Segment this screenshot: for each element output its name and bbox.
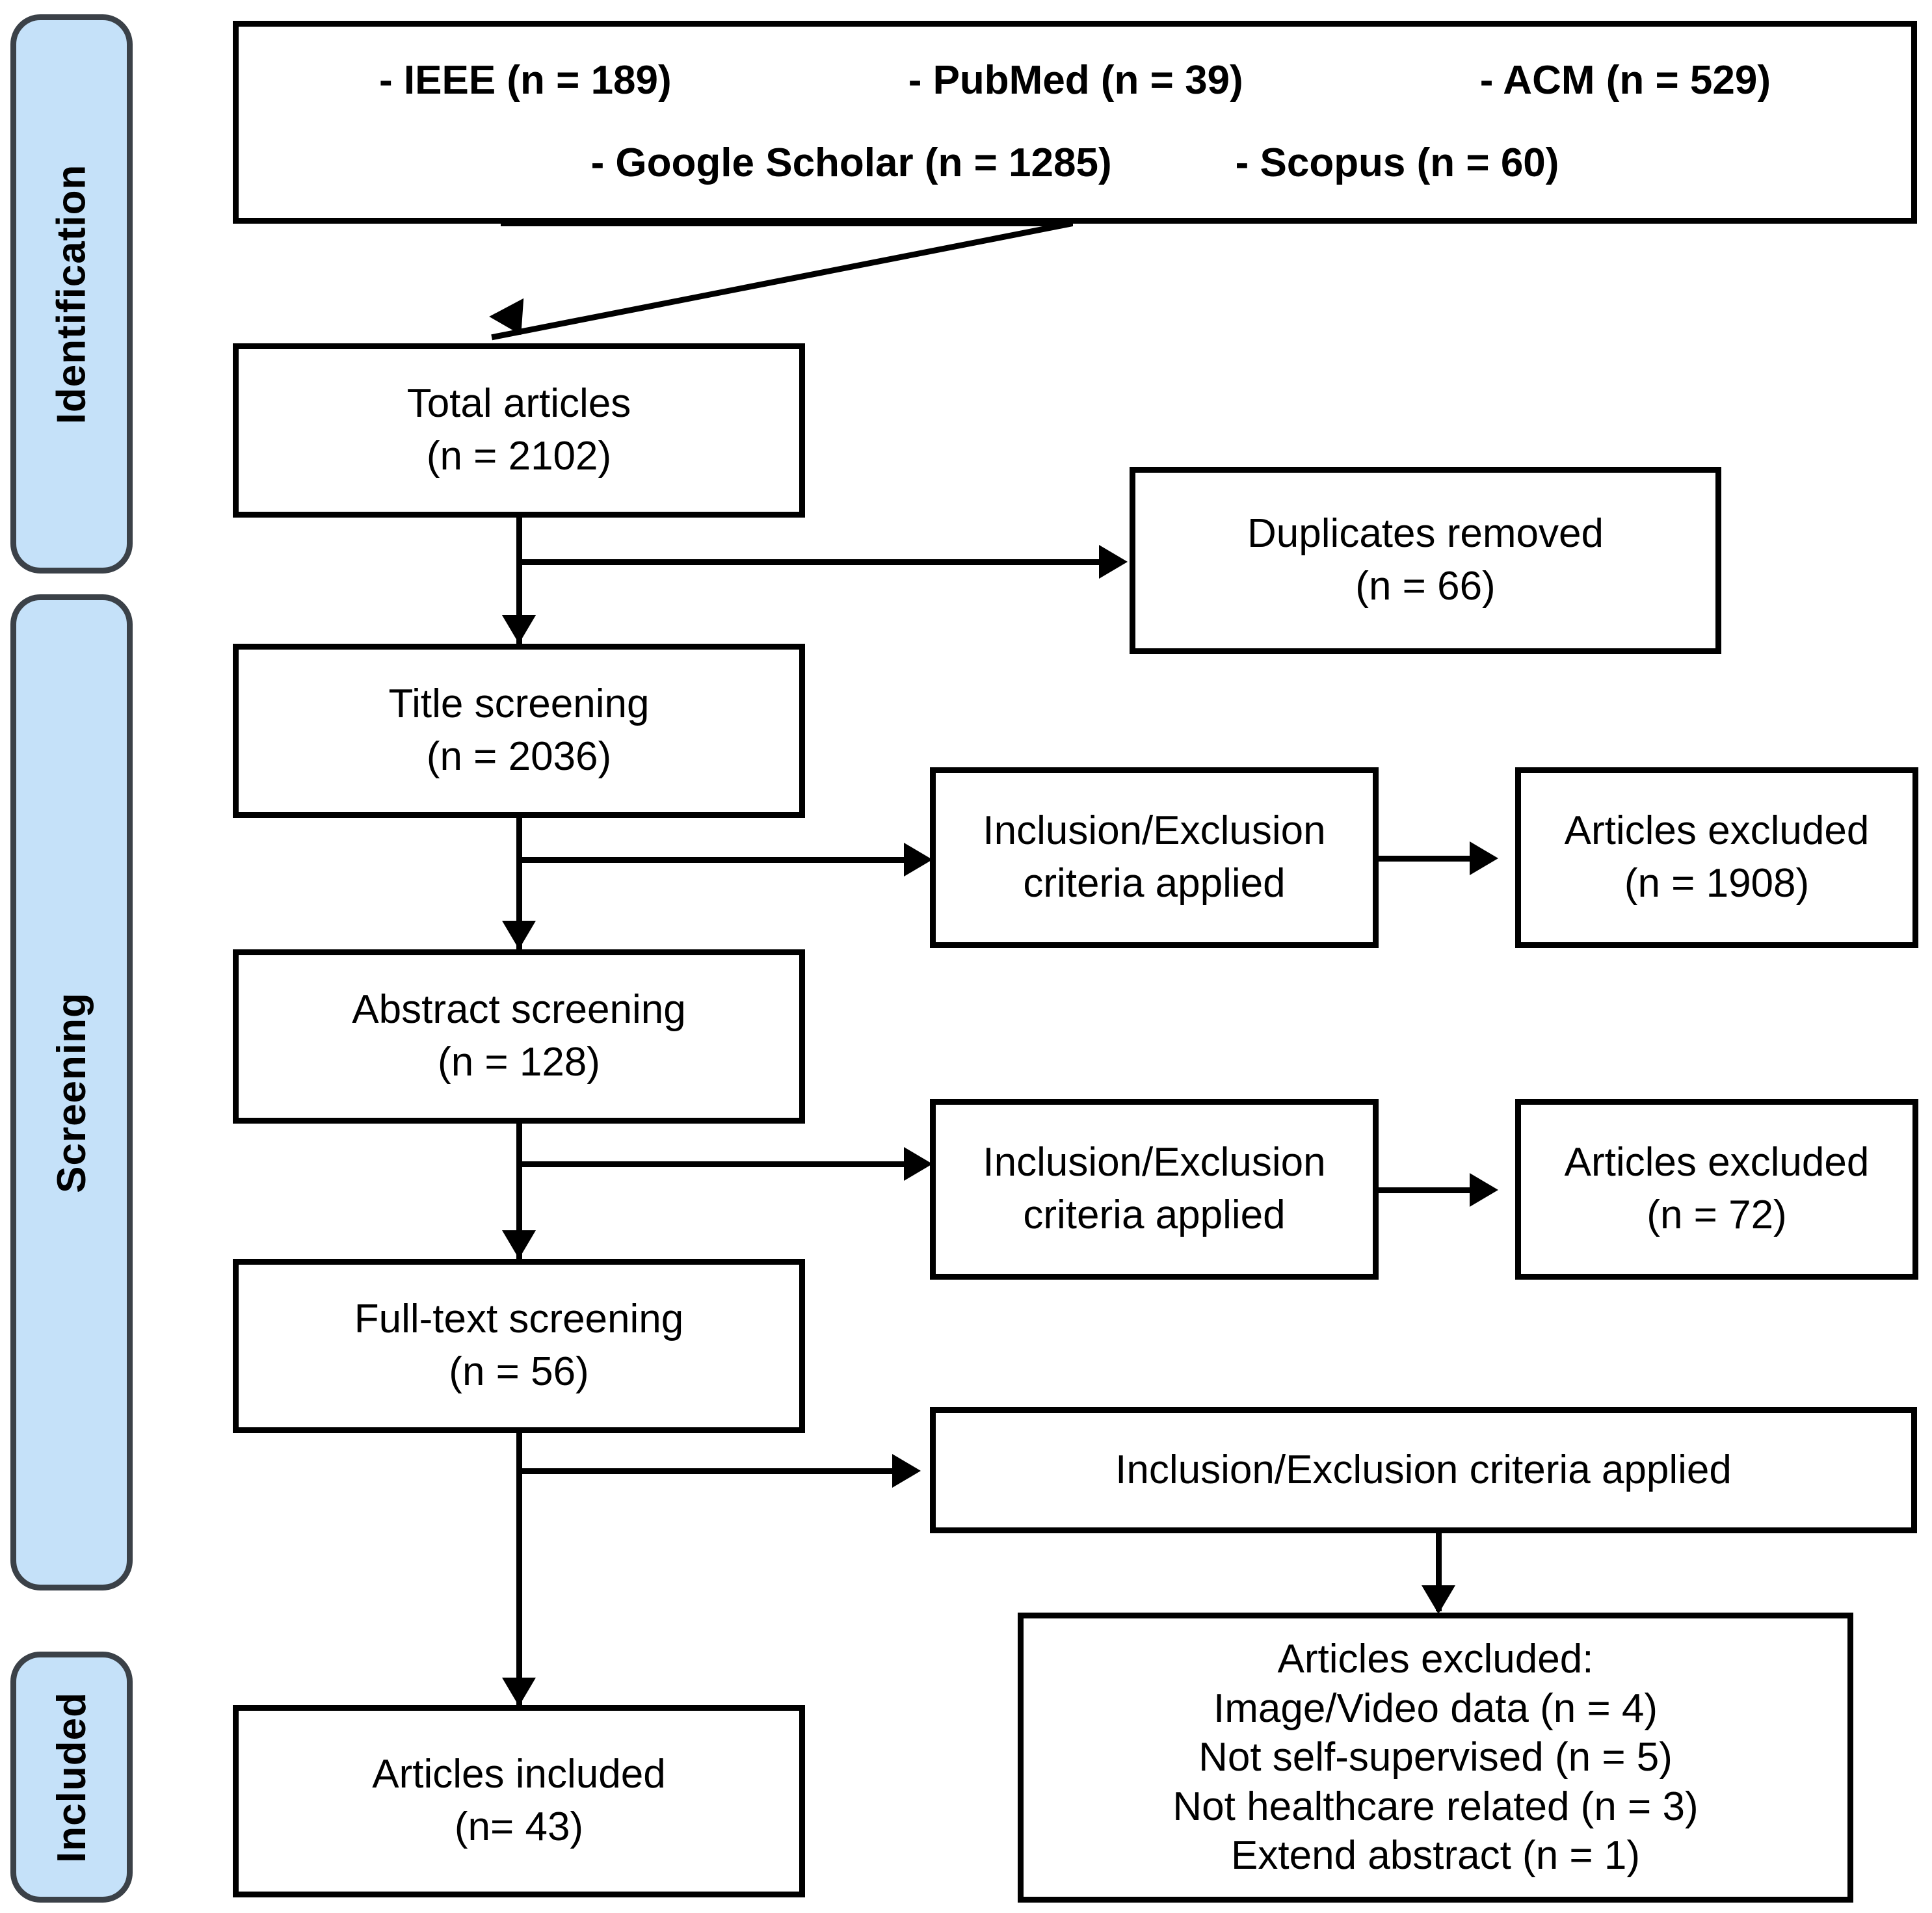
abstract-screening-title: Abstract screening <box>352 987 686 1033</box>
box-criteria-applied-3: Inclusion/Exclusion criteria applied <box>930 1407 1917 1533</box>
box-articles-excluded-2: Articles excluded (n = 72) <box>1515 1099 1918 1280</box>
fulltext-screening-title: Full-text screening <box>354 1297 684 1342</box>
excluded1-title: Articles excluded <box>1564 808 1870 854</box>
title-screening-title: Title screening <box>388 681 650 727</box>
connector-title-to-criteria1 <box>516 857 926 863</box>
phase-pill-screening: Screening <box>10 594 133 1590</box>
box-fulltext-screening: Full-text screening (n = 56) <box>233 1259 805 1433</box>
box-criteria-applied-1: Inclusion/Exclusion criteria applied <box>930 767 1379 948</box>
phase-label-included: Included <box>49 1691 94 1863</box>
excluded1-count: (n = 1908) <box>1624 861 1810 906</box>
arrowhead-abstract-to-criteria2 <box>904 1147 933 1181</box>
criteria2-line2: criteria applied <box>1023 1193 1286 1237</box>
box-articles-excluded-detail: Articles excluded: Image/Video data (n =… <box>1018 1613 1853 1903</box>
box-title-screening: Title screening (n = 2036) <box>233 644 805 818</box>
phase-label-identification: Identification <box>49 164 94 424</box>
sources-row-1: - IEEE (n = 189) - PubMed (n = 39) - ACM… <box>261 55 1889 107</box>
excluded-detail-heading: Articles excluded: <box>1277 1636 1594 1682</box>
arrowhead-fulltext-to-criteria3 <box>892 1454 921 1488</box>
arrowhead-total-to-title <box>502 615 536 644</box>
source-ieee: - IEEE (n = 189) <box>379 58 672 103</box>
total-articles-count: (n = 2102) <box>426 434 612 479</box>
total-articles-title: Total articles <box>406 381 631 427</box>
duplicates-removed-title: Duplicates removed <box>1247 511 1604 557</box>
criteria1-line2: criteria applied <box>1023 861 1286 906</box>
box-abstract-screening: Abstract screening (n = 128) <box>233 949 805 1124</box>
fulltext-screening-count: (n = 56) <box>449 1349 589 1394</box>
box-total-articles: Total articles (n = 2102) <box>233 343 805 518</box>
connector-sources-diagonal-left <box>501 220 1073 226</box>
connector-criteria3-to-excluded-detail <box>1436 1533 1442 1611</box>
connector-fulltext-to-criteria3 <box>516 1468 914 1474</box>
connector-abstract-to-criteria2 <box>516 1161 926 1167</box>
arrowhead-total-to-duplicates <box>1099 545 1128 579</box>
articles-included-title: Articles included <box>372 1752 666 1797</box>
excluded2-title: Articles excluded <box>1564 1140 1870 1185</box>
arrowhead-fulltext-to-included <box>502 1678 536 1706</box>
phase-pill-identification: Identification <box>10 14 133 574</box>
criteria2-line1: Inclusion/Exclusion <box>983 1140 1326 1185</box>
arrowhead-title-to-criteria1 <box>904 843 933 877</box>
excluded-reason-not-healthcare: Not healthcare related (n = 3) <box>1172 1784 1699 1829</box>
arrowhead-abstract-to-fulltext <box>502 1230 536 1259</box>
box-duplicates-removed: Duplicates removed (n = 66) <box>1130 467 1721 654</box>
connector-abstract-to-fulltext <box>516 1124 522 1259</box>
excluded-reason-image-video: Image/Video data (n = 4) <box>1213 1685 1658 1731</box>
articles-included-count: (n= 43) <box>454 1804 584 1849</box>
connector-sources-diagonal-right <box>491 220 1073 341</box>
source-acm: - ACM (n = 529) <box>1479 58 1771 103</box>
excluded-reason-extend-abstract: Extend abstract (n = 1) <box>1231 1833 1640 1879</box>
duplicates-removed-count: (n = 66) <box>1355 564 1496 609</box>
box-articles-included: Articles included (n= 43) <box>233 1705 805 1897</box>
source-google-scholar: - Google Scholar (n = 1285) <box>590 140 1112 185</box>
arrowhead-title-to-abstract <box>502 921 536 949</box>
arrowhead-criteria2-to-excluded2 <box>1470 1173 1498 1207</box>
abstract-screening-count: (n = 128) <box>438 1040 600 1085</box>
box-criteria-applied-2: Inclusion/Exclusion criteria applied <box>930 1099 1379 1280</box>
source-scopus: - Scopus (n = 60) <box>1235 140 1559 185</box>
excluded2-count: (n = 72) <box>1647 1193 1787 1237</box>
sources-row-2: - Google Scholar (n = 1285) - Scopus (n … <box>261 137 1889 190</box>
source-pubmed: - PubMed (n = 39) <box>908 58 1243 103</box>
title-screening-count: (n = 2036) <box>426 734 612 779</box>
box-articles-excluded-1: Articles excluded (n = 1908) <box>1515 767 1918 948</box>
phase-label-screening: Screening <box>49 992 94 1193</box>
sources-box: - IEEE (n = 189) - PubMed (n = 39) - ACM… <box>233 21 1917 224</box>
connector-criteria1-to-excluded1 <box>1379 856 1486 862</box>
arrowhead-criteria3-to-excluded-detail <box>1422 1585 1455 1614</box>
connector-total-to-duplicates <box>516 559 1121 565</box>
excluded-reason-not-self-supervised: Not self-supervised (n = 5) <box>1198 1735 1673 1780</box>
arrowhead-criteria1-to-excluded1 <box>1470 841 1498 875</box>
criteria1-line1: Inclusion/Exclusion <box>983 808 1326 854</box>
phase-pill-included: Included <box>10 1652 133 1903</box>
connector-title-to-abstract <box>516 818 522 949</box>
connector-total-to-title <box>516 518 522 644</box>
connector-fulltext-to-included <box>516 1433 522 1706</box>
connector-criteria2-to-excluded2 <box>1379 1187 1486 1193</box>
criteria3-title: Inclusion/Exclusion criteria applied <box>1115 1447 1732 1492</box>
